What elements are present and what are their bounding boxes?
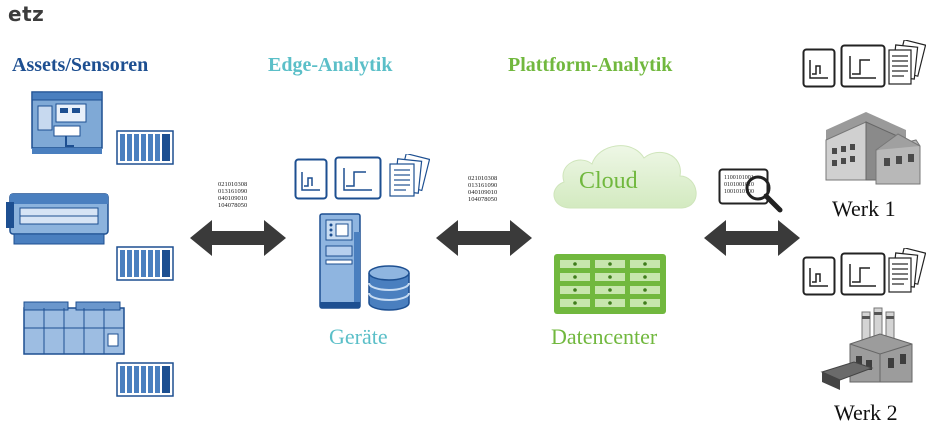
heading-platform-analytics: Plattform-Analytik	[508, 54, 673, 76]
plc-module-1-icon	[116, 130, 174, 165]
label-cloud: Cloud	[579, 168, 638, 194]
label-plant-1: Werk 1	[832, 196, 896, 221]
plant1-chart-card-2-icon	[840, 44, 886, 88]
machine-3-icon	[23, 301, 125, 355]
double-arrow-right-icon	[704, 220, 800, 256]
double-arrow-middle-icon	[436, 220, 532, 256]
plant2-chart-card-2-icon	[840, 252, 886, 296]
plant2-chart-card-1-icon	[802, 256, 836, 296]
plant1-chart-card-1-icon	[802, 48, 836, 88]
plant2-documents-icon	[888, 248, 926, 293]
machine-2-icon	[6, 193, 109, 245]
plc-module-2-icon	[116, 246, 174, 281]
label-plant-2: Werk 2	[834, 400, 898, 425]
plc-module-3-icon	[116, 362, 174, 397]
data-analysis-magnifier-icon	[718, 168, 783, 213]
double-arrow-left-icon	[190, 220, 286, 256]
binary-data-left: 021010308 013161090 040109010 104078050	[218, 181, 248, 209]
heading-edge-analytics: Edge-Analytik	[268, 54, 393, 76]
plant2-factory-icon	[820, 307, 913, 390]
etz-logo: etz	[8, 2, 45, 26]
chart-card-1-icon	[294, 158, 328, 200]
machine-1-icon	[31, 91, 103, 154]
label-devices: Geräte	[329, 324, 388, 349]
binary-data-right: 1100101001 0101001010 1001010100	[724, 175, 754, 195]
documents-icon-edge	[389, 154, 430, 197]
cloud-icon	[553, 145, 697, 209]
label-datacenter: Datencenter	[551, 324, 658, 349]
edge-device-server-icon	[319, 213, 361, 309]
datacenter-rack-icon	[554, 254, 666, 314]
heading-assets-sensors: Assets/Sensoren	[12, 54, 149, 76]
database-icon	[368, 265, 410, 311]
binary-data-middle: 021010308 013161090 040109010 104078050	[468, 175, 498, 203]
chart-card-2-icon	[334, 156, 382, 200]
plant1-building-icon	[825, 112, 921, 185]
plant1-documents-icon	[888, 40, 926, 85]
